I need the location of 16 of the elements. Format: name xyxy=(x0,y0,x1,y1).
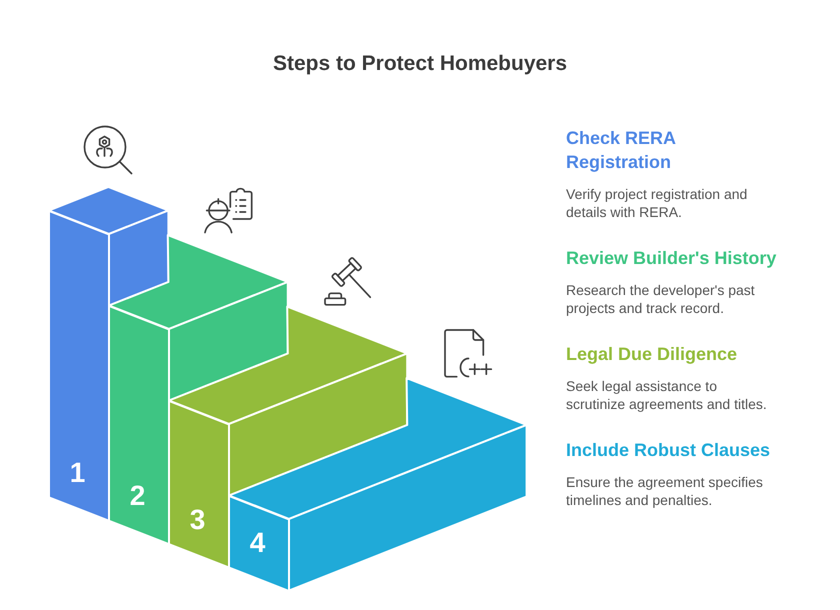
step-heading: Check RERA Registration xyxy=(566,127,676,174)
step-block xyxy=(108,304,170,546)
step-block xyxy=(168,400,230,568)
step-description: Verify project registration and details with RERA. xyxy=(566,185,748,221)
step-number: 4 xyxy=(250,528,266,558)
step-number: 2 xyxy=(130,481,146,512)
step-description: Ensure the agreement specifies timelines and penalties. xyxy=(566,473,764,509)
step-description: Research the developer's past projects and track record. xyxy=(566,281,756,317)
step-block xyxy=(228,494,290,592)
title: Steps to Protect Homebuyers xyxy=(272,51,568,77)
step-number: 3 xyxy=(190,504,206,535)
step-heading: Include Robust Clauses xyxy=(566,439,770,462)
step-number: 1 xyxy=(70,458,86,488)
step-heading: Review Builder's History xyxy=(566,247,776,270)
step-heading: Legal Due Diligence xyxy=(566,343,738,366)
step-description: Seek legal assistance to scrutinize agreements and titles. xyxy=(566,377,768,413)
